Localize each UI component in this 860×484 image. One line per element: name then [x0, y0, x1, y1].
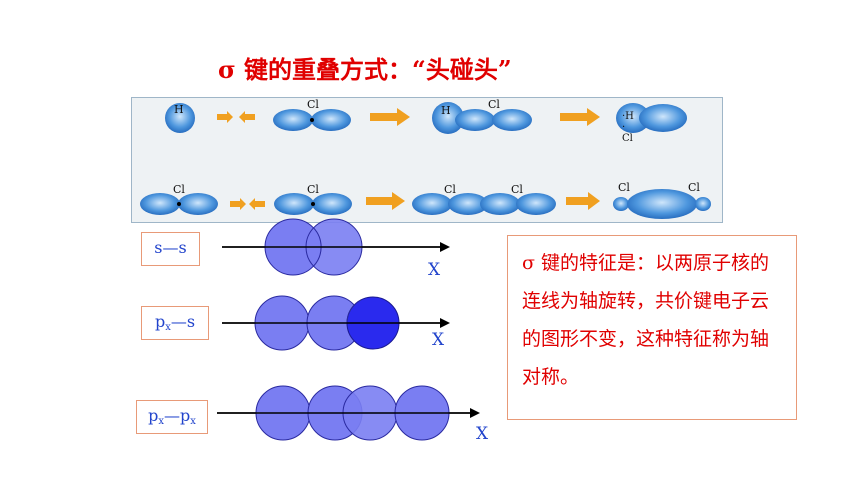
- arrow-right-small: [230, 198, 246, 210]
- arrow-right-small: [217, 111, 233, 123]
- atom-label: H: [174, 103, 184, 116]
- cl-p-lobe: [455, 109, 495, 131]
- atom-label: Cl: [688, 181, 700, 194]
- hcl-bond-cloud: [639, 104, 687, 132]
- h-s-orbital: [432, 102, 464, 134]
- cl-p-lobe: [311, 109, 351, 131]
- arrow-left-small: [249, 198, 265, 210]
- atom-label: Cl: [511, 183, 523, 196]
- page-title: σ 键的重叠方式：“头碰头”: [218, 55, 512, 84]
- sigma-bond-description: σ 键的特征是：以两原子核的连线为轴旋转，共价键电子云的图形不变，这种特征称为轴…: [507, 235, 797, 420]
- axis-label-x: X: [432, 330, 445, 350]
- cl-p-lobe: [273, 109, 313, 131]
- atom-label: Cl: [444, 183, 456, 196]
- axis-label-x: X: [428, 260, 441, 280]
- atom-label: ·H · Cl: [622, 111, 634, 144]
- label-px-px: px—px: [136, 400, 208, 434]
- atom-label: Cl: [488, 98, 500, 111]
- arrow-right: [566, 192, 600, 210]
- cl2-bond-cloud: [627, 189, 697, 219]
- atom-label: Cl: [173, 183, 185, 196]
- arrow-left-small: [239, 111, 255, 123]
- atom-label: Cl: [307, 98, 319, 111]
- h-s-orbital: [165, 103, 195, 133]
- atom-label: Cl: [307, 183, 319, 196]
- hcl-bond-cloud: [616, 103, 650, 133]
- label-s-s: s—s: [141, 232, 200, 266]
- arrow-right: [370, 108, 410, 126]
- arrow-right: [366, 192, 405, 210]
- cl-p-lobe: [492, 109, 532, 131]
- axis-label-x: X: [476, 424, 489, 444]
- arrow-right: [560, 108, 600, 126]
- label-px-s: px—s: [141, 306, 209, 340]
- atom-label: Cl: [618, 181, 630, 194]
- atom-label: H: [441, 104, 451, 117]
